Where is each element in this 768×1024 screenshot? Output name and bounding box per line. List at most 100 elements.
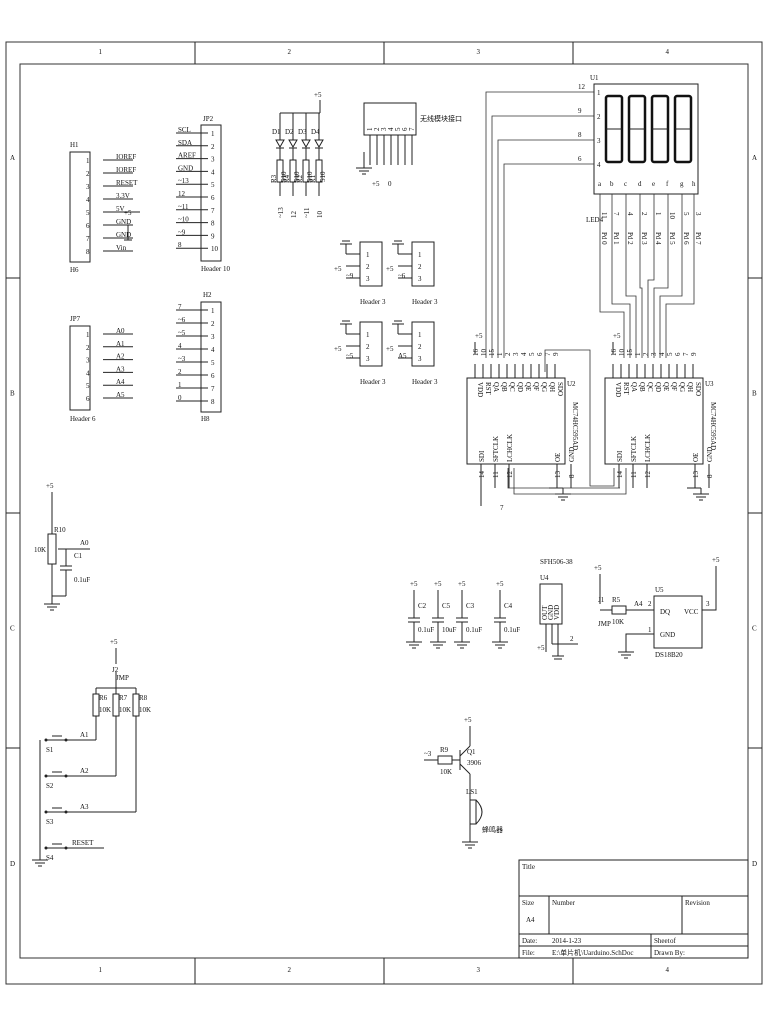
wireless-pin: 6 [401, 127, 409, 131]
small-header-footer: Header 3 [412, 378, 438, 386]
cap-ref: C4 [504, 602, 513, 610]
u5-pin-vcc: VCC [684, 608, 699, 616]
led-icon [301, 139, 311, 149]
digit-num: 1 [597, 89, 601, 97]
cap-supply: +5 [434, 580, 442, 588]
ic-pin-num: 8 [706, 474, 714, 478]
ic-pin-num: 9 [690, 352, 698, 356]
header_h1-net-label: RESET [116, 179, 138, 187]
led-res-ref: R2 [296, 174, 304, 183]
small-header-pin: 3 [418, 275, 422, 283]
header_h2-pin-num: 1 [211, 307, 215, 315]
jp2-footer: Header 10 [201, 265, 230, 273]
ic-pin-label: RST [484, 382, 492, 396]
frame-col-top: 2 [288, 48, 292, 56]
header_h2-pin-num: 6 [211, 372, 215, 380]
ic-pin-label: LCHCLK [506, 434, 514, 462]
ic-pin-label: QC [508, 382, 516, 392]
switch-node [44, 810, 48, 814]
ic-pin-label: SFTCLK [630, 436, 638, 462]
header_h2-pin-num: 7 [211, 385, 215, 393]
header_jp2-pin-num: 7 [211, 207, 215, 215]
pd-label: Pd 4 [654, 232, 662, 245]
ic-pin-num: 11 [630, 471, 638, 478]
wireless-pin: 2 [373, 127, 381, 131]
small-header-supply: +5 [334, 265, 342, 273]
ic-pin-num: 12 [506, 471, 514, 479]
u5-res-ref: R5 [612, 596, 621, 604]
ic-pin-num: 16 [472, 349, 480, 357]
small-header-body [359, 241, 383, 287]
cap-ref: C5 [442, 602, 451, 610]
segment-label: e [652, 180, 655, 188]
header_jp7-net-label: A1 [116, 340, 125, 348]
ic-pin-label: QA [630, 382, 638, 392]
header_h1-pin-num: 4 [86, 196, 90, 204]
header_h1-net-label: GND [116, 231, 131, 239]
buzzer-res-value: 10K [440, 768, 452, 776]
header_jp2-net-label: GND [178, 164, 193, 172]
header_jp2-pin-num: 5 [211, 181, 215, 189]
ic-body [466, 377, 566, 465]
led-ref: D2 [285, 128, 294, 136]
switch-node [64, 846, 68, 850]
pot-supply: +5 [46, 482, 54, 490]
frame-row-left: A [10, 154, 15, 162]
button-res-value: 10K [139, 706, 151, 714]
segment-label: g [680, 180, 684, 188]
header_jp7-pin-num: 2 [86, 344, 90, 352]
u5-pin-dq: DQ [660, 608, 670, 616]
h2-footer: H8 [201, 415, 210, 423]
header_h1-pin-num: 3 [86, 183, 90, 191]
pot-net: A0 [80, 539, 89, 547]
ic-pin-label: QD [516, 382, 524, 392]
header_h1-net-label: GND [116, 218, 131, 226]
header_jp7-pin-num: 1 [86, 331, 90, 339]
cap-supply: +5 [410, 580, 418, 588]
led-res-value: 510 [319, 171, 327, 182]
small-header-pin: 2 [418, 263, 422, 271]
led-ref: D4 [311, 128, 320, 136]
wireless-supply: +5 [372, 180, 380, 188]
small-header-pin: 3 [418, 355, 422, 363]
ic-pin-label: QD [654, 382, 662, 392]
pd-label: Pd 7 [694, 232, 702, 245]
potentiometer-r10: +5 R10 10K A0 C1 0.1uF [34, 482, 90, 611]
ic-part: MC74HC595AD [571, 402, 579, 450]
ic-ref: U3 [705, 380, 714, 388]
h2-ref: H2 [203, 291, 212, 299]
transistor-ref: Q1 [467, 748, 476, 756]
display-led-label: LED4 [586, 216, 604, 224]
switch-node [64, 774, 68, 778]
ic-pin-num: 4 [658, 352, 666, 356]
button-res-ref: R7 [119, 694, 128, 702]
small-header-footer: Header 3 [412, 298, 438, 306]
ic-pin-label: QG [678, 382, 686, 392]
header-jp2: JP2 Header 10 1SCL2SDA3AREF4GND5~136127~… [176, 115, 230, 273]
header_jp2-net-label: SCL [178, 126, 191, 134]
header_h2-net-label: 2 [178, 368, 182, 376]
u5-part: DS18B20 [655, 651, 683, 659]
ic-pin-label: QE [662, 382, 670, 391]
led-res-value: 510 [306, 171, 314, 182]
switch-node [44, 774, 48, 778]
header_jp7-net-label: A2 [116, 353, 125, 361]
frame-col-bottom: 3 [477, 966, 481, 974]
ic-pin-label: LCHCLK [644, 434, 652, 462]
jp2-ref: JP2 [203, 115, 214, 123]
u5-num-gnd: 1 [648, 626, 652, 634]
header_jp7-net-label: A0 [116, 327, 125, 335]
u4-net: 2 [570, 635, 574, 643]
header_h1-pin-num: 1 [86, 157, 90, 165]
wireless-pin: 3 [380, 127, 388, 131]
cap-ref: C2 [418, 602, 427, 610]
header_h2-net-label: 4 [178, 342, 182, 350]
u5-supply-b: +5 [712, 556, 720, 564]
ic-pin-num: 13 [692, 471, 700, 479]
ic-pin-num: 16 [610, 349, 618, 357]
ic-pin-label: OE [692, 453, 700, 462]
small-header-body [411, 321, 435, 367]
